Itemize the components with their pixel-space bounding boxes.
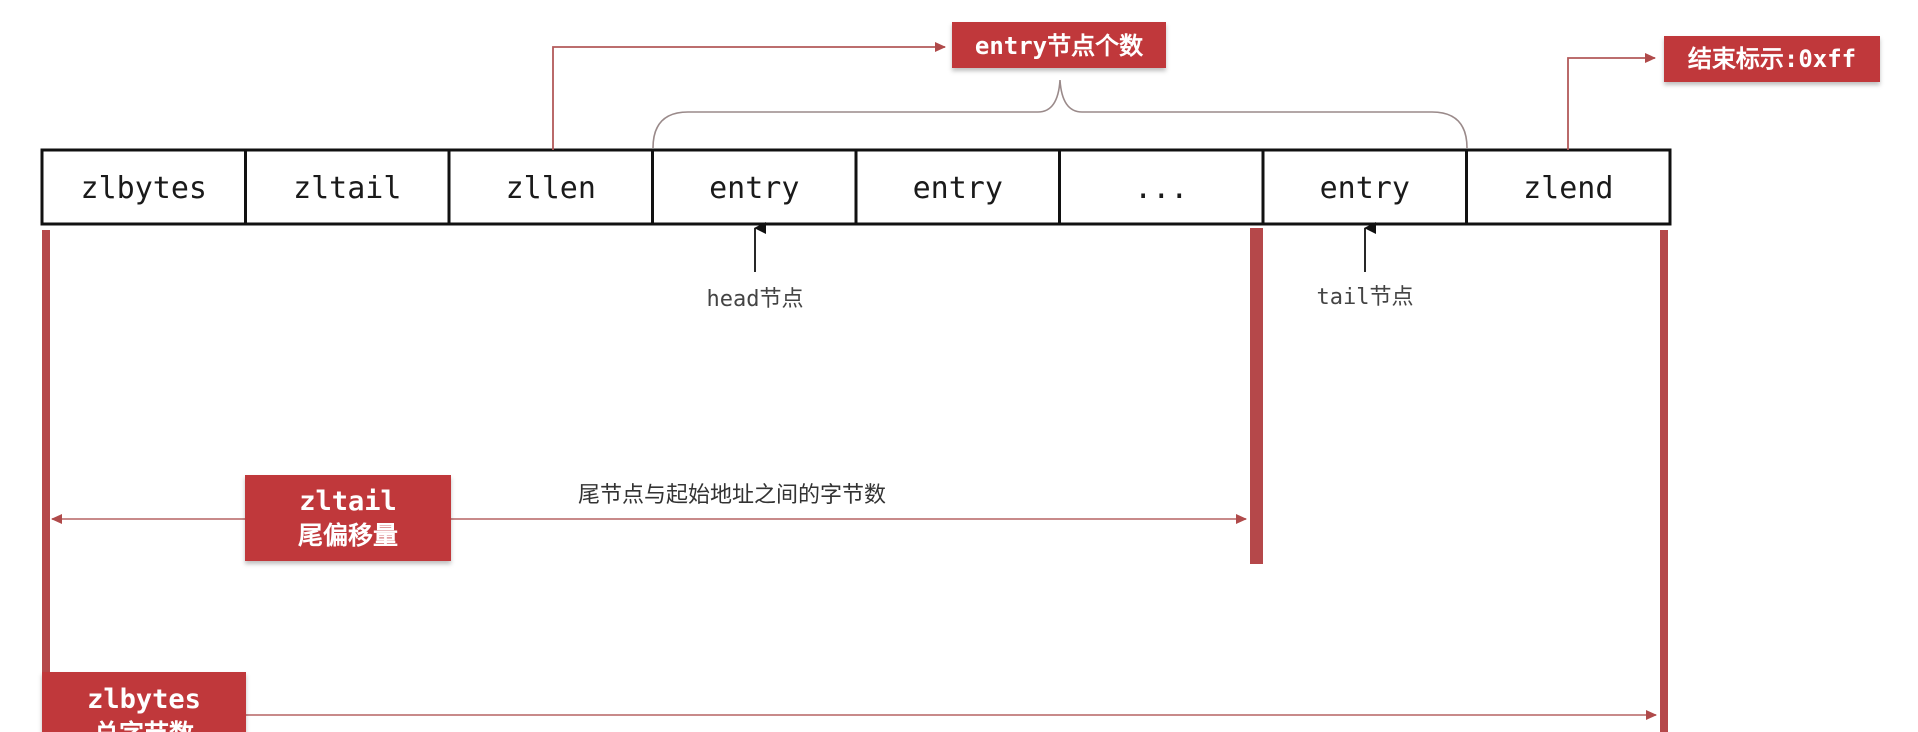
field-label: entry [709, 171, 799, 206]
field-cell [1465, 148, 1672, 226]
zltail-badge [245, 475, 451, 561]
field-label: ... [1134, 171, 1188, 206]
end-marker-label: 结束标示:0xff [1688, 45, 1856, 73]
field-cell [40, 148, 247, 226]
entry-count-badge [952, 22, 1166, 68]
head-pointer: head节点 [707, 222, 804, 312]
entries-brace [652, 79, 1468, 149]
tail-pointer: tail节点 [1317, 222, 1414, 310]
entry-count-callout: entry节点个数 [552, 22, 1468, 150]
field-label: zlend [1523, 171, 1613, 206]
entry-count-label: entry节点个数 [975, 32, 1144, 60]
field-label: entry [1320, 171, 1410, 206]
field-label: zltail [293, 171, 401, 206]
zlbytes-total-span: zlbytes 总字节数 [42, 672, 1657, 732]
zlend-connector-line [1567, 53, 1656, 150]
zllen-connector-line [552, 42, 946, 150]
zlbytes-badge-title: zlbytes [87, 684, 201, 715]
end-marker-callout: 结束标示:0xff [1567, 36, 1880, 150]
field-label: zlbytes [81, 171, 207, 206]
end-address-bar [1660, 230, 1668, 732]
field-cell [447, 148, 654, 226]
zltail-badge-title: zltail [299, 486, 397, 517]
field-cell [854, 148, 1061, 226]
tail-node-label: tail节点 [1317, 285, 1414, 310]
end-marker-badge [1664, 36, 1880, 82]
zlbytes-badge-subtitle: 总字节数 [94, 719, 195, 732]
ziplist-field-row: zlbytes zltail zllen entry entry... entry zlen… [40, 148, 1672, 226]
field-label: entry [913, 171, 1003, 206]
start-address-bar [42, 230, 50, 732]
field-cell [244, 148, 451, 226]
field-cell [1058, 148, 1265, 226]
zltail-offset-span: zltail 尾偏移量 尾节点与起始地址之间的字节数 [51, 475, 1247, 561]
zltail-badge-subtitle: 尾偏移量 [298, 521, 398, 550]
zltail-description: 尾节点与起始地址之间的字节数 [578, 483, 886, 508]
tail-offset-bar [1250, 228, 1263, 564]
zlbytes-badge [42, 672, 246, 732]
field-label: zllen [506, 171, 596, 206]
head-node-label: head节点 [707, 287, 804, 312]
